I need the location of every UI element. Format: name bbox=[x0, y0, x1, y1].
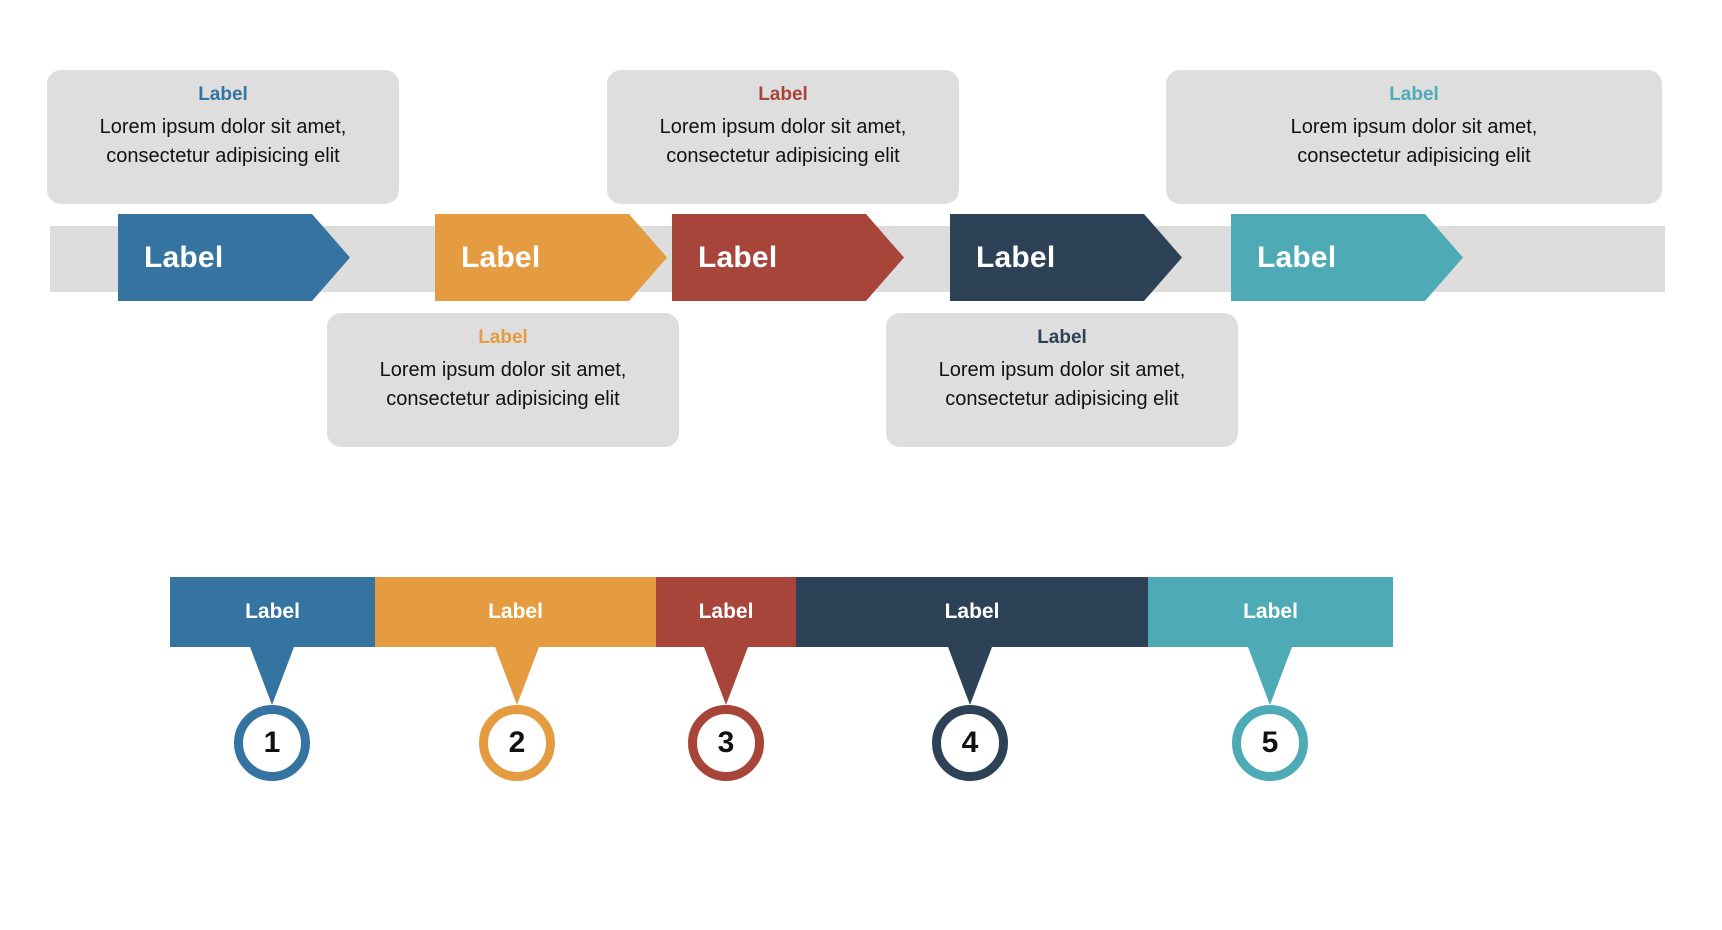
callout-card-3[interactable]: Label Lorem ipsum dolor sit amet, consec… bbox=[607, 70, 959, 204]
timeline-number-label: 1 bbox=[263, 726, 281, 759]
process-step-label: Label bbox=[1257, 240, 1337, 274]
callout-body-line-2: consectetur adipisicing elit bbox=[386, 387, 620, 410]
process-step-label: Label bbox=[698, 240, 778, 274]
timeline-segment-label: Label bbox=[698, 600, 754, 623]
timeline-segment-2[interactable]: Label bbox=[375, 577, 656, 647]
callout-card-1[interactable]: Label Lorem ipsum dolor sit amet, consec… bbox=[47, 70, 399, 204]
timeline-number-badge-4[interactable]: 4 bbox=[932, 705, 1008, 781]
callout-title: Label bbox=[478, 327, 528, 348]
timeline-segmented-bar: Label Label Label Label Label bbox=[170, 577, 1393, 647]
timeline-segment-1[interactable]: Label bbox=[170, 577, 375, 647]
callout-card-4[interactable]: Label Lorem ipsum dolor sit amet, consec… bbox=[886, 313, 1238, 447]
timeline-number-label: 4 bbox=[961, 726, 979, 759]
timeline-pointer-1 bbox=[250, 647, 294, 705]
callout-body-line-1: Lorem ipsum dolor sit amet, bbox=[1290, 115, 1538, 138]
callout-body-line-1: Lorem ipsum dolor sit amet, bbox=[659, 115, 907, 138]
timeline-number-label: 2 bbox=[508, 726, 526, 759]
callout-card-2[interactable]: Label Lorem ipsum dolor sit amet, consec… bbox=[327, 313, 679, 447]
process-step-arrow-1[interactable]: Label bbox=[118, 214, 350, 301]
timeline-pointer-3 bbox=[704, 647, 748, 705]
callout-card-5[interactable]: Label Lorem ipsum dolor sit amet, consec… bbox=[1166, 70, 1662, 204]
callout-body-line-2: consectetur adipisicing elit bbox=[666, 144, 900, 167]
callout-title: Label bbox=[1037, 327, 1087, 348]
timeline-segment-label: Label bbox=[1243, 600, 1298, 623]
callout-title: Label bbox=[198, 84, 248, 105]
timeline-number-badge-5[interactable]: 5 bbox=[1232, 705, 1308, 781]
timeline-segment-label: Label bbox=[488, 600, 543, 623]
callout-body-line-2: consectetur adipisicing elit bbox=[1297, 144, 1531, 167]
timeline-number-badge-2[interactable]: 2 bbox=[479, 705, 555, 781]
callout-title: Label bbox=[758, 84, 808, 105]
timeline-pointer-2 bbox=[495, 647, 539, 705]
callout-body-line-1: Lorem ipsum dolor sit amet, bbox=[938, 358, 1186, 381]
process-step-arrow-4[interactable]: Label bbox=[950, 214, 1182, 301]
timeline-pointer-5 bbox=[1248, 647, 1292, 705]
timeline-segment-4[interactable]: Label bbox=[796, 577, 1148, 647]
process-step-label: Label bbox=[144, 240, 224, 274]
timeline-number-label: 5 bbox=[1261, 726, 1279, 759]
callout-body-line-2: consectetur adipisicing elit bbox=[106, 144, 340, 167]
process-step-label: Label bbox=[976, 240, 1056, 274]
timeline-number-badge-3[interactable]: 3 bbox=[688, 705, 764, 781]
timeline-segment-label: Label bbox=[245, 600, 300, 623]
callout-body-line-1: Lorem ipsum dolor sit amet, bbox=[99, 115, 347, 138]
process-step-arrow-3[interactable]: Label bbox=[672, 214, 904, 301]
timeline-number-badge-1[interactable]: 1 bbox=[234, 705, 310, 781]
timeline-segment-5[interactable]: Label bbox=[1148, 577, 1393, 647]
process-step-label: Label bbox=[461, 240, 541, 274]
callout-body-line-2: consectetur adipisicing elit bbox=[945, 387, 1179, 410]
timeline-segment-label: Label bbox=[944, 600, 1000, 623]
timeline-number-label: 3 bbox=[717, 726, 735, 759]
callout-body-line-1: Lorem ipsum dolor sit amet, bbox=[379, 358, 627, 381]
timeline-pointer-4 bbox=[948, 647, 992, 705]
callout-title: Label bbox=[1389, 84, 1439, 105]
process-step-arrow-2[interactable]: Label bbox=[435, 214, 667, 301]
process-step-arrow-5[interactable]: Label bbox=[1231, 214, 1463, 301]
timeline-segment-3[interactable]: Label bbox=[656, 577, 796, 647]
